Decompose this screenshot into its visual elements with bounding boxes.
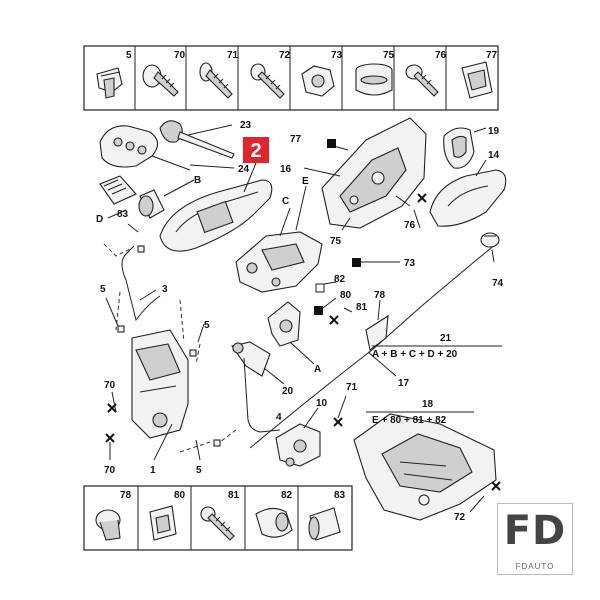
callout-20: 20 (282, 386, 294, 397)
interior-door-handle (429, 169, 507, 227)
screw-icon (250, 63, 285, 99)
bottom-cell-label-78: 78 (120, 490, 132, 501)
callout-14: 14 (488, 150, 500, 161)
callout-81: 81 (356, 302, 368, 313)
top-cell-label-75: 75 (383, 50, 395, 61)
screw-icon (200, 506, 235, 541)
watermark-text: FDAUTO (515, 562, 555, 571)
callout-10: 10 (316, 398, 328, 409)
screw-icon (405, 64, 439, 97)
callout-76: 76 (404, 220, 416, 231)
handle-bracket (235, 231, 323, 293)
callout-5-bottom: 5 (196, 465, 202, 476)
screw-marker (491, 481, 501, 491)
top-cell-label-70: 70 (174, 50, 186, 61)
screw-icon (142, 64, 179, 97)
bottom-cell-label-83: 83 (334, 490, 346, 501)
top-cell-label-72: 72 (279, 50, 291, 61)
marker-square (327, 139, 336, 148)
grommet-icon (355, 63, 393, 96)
bottom-cell-label-82: 82 (281, 490, 293, 501)
marker-square (352, 258, 361, 267)
callout-17: 17 (398, 378, 410, 389)
spring-clip-icon (461, 61, 493, 99)
screw-marker (329, 315, 339, 325)
handle-bezel (443, 127, 475, 169)
key-fob (99, 125, 191, 171)
callout-73: 73 (404, 258, 416, 269)
interior-handle-frame (321, 117, 427, 229)
bottom-cell-label-81: 81 (228, 490, 240, 501)
clip-icon (149, 505, 177, 541)
callout-A: A (314, 364, 321, 375)
exterior-door-handle (159, 179, 273, 252)
callout-70-bottom: 70 (104, 465, 116, 476)
cable-guide-icon (95, 509, 121, 541)
key-blade (159, 120, 235, 159)
bottom-fastener-strip: 78 80 81 82 83 (83, 485, 353, 551)
callout-70-top: 70 (104, 380, 116, 391)
callout-3: 3 (162, 284, 168, 295)
top-fastener-strip: 5 70 71 72 73 75 76 77 (83, 45, 499, 111)
callout-4: 4 (276, 412, 282, 423)
formula-21: A + B + C + D + 20 (372, 349, 458, 360)
callout-80: 80 (340, 290, 352, 301)
callout-74: 74 (492, 278, 504, 289)
bushing-icon (308, 507, 341, 541)
clip-icon (96, 67, 123, 99)
callout-1: 1 (150, 465, 156, 476)
watermark-initials: FD (503, 508, 567, 554)
callout-5-left: 5 (100, 284, 106, 295)
rear-latch-assembly (353, 413, 497, 521)
top-cell-label-77: 77 (486, 50, 498, 61)
screw-icon (199, 62, 233, 99)
marker-square (315, 283, 325, 293)
callout-72: 72 (454, 512, 466, 523)
top-cell-label-73: 73 (331, 50, 343, 61)
screw-marker (105, 433, 115, 443)
hinge-bracket (275, 423, 321, 467)
callout-D: D (96, 214, 103, 225)
lock-knob (480, 232, 500, 248)
highlighted-part-badge: 2 (243, 137, 269, 163)
callout-82: 82 (334, 274, 346, 285)
callout-75: 75 (330, 236, 342, 247)
pivot-bracket (267, 301, 301, 347)
callout-78: 78 (374, 290, 386, 301)
bottom-cell-label-80: 80 (174, 490, 186, 501)
control-rod (243, 357, 281, 433)
top-cell-label-5: 5 (126, 50, 132, 61)
formula-18-number: 18 (422, 399, 434, 410)
callout-19: 19 (488, 126, 500, 137)
callout-B: B (194, 175, 201, 186)
top-cell-label-71: 71 (227, 50, 239, 61)
lock-cylinder (138, 189, 165, 219)
control-rod (121, 253, 161, 322)
top-cell-label-76: 76 (435, 50, 447, 61)
callout-E: E (302, 176, 309, 187)
callout-77: 77 (290, 134, 302, 145)
callout-71: 71 (346, 382, 358, 393)
callout-24: 24 (238, 164, 250, 175)
cap-icon (255, 507, 293, 538)
watermark-logo: FD FDAUTO (497, 503, 573, 575)
highlighted-part-number: 2 (250, 140, 261, 162)
callout-5-mid: 5 (204, 320, 210, 331)
callout-23: 23 (240, 120, 252, 131)
nut-icon (301, 65, 335, 97)
formula-21-number: 21 (440, 333, 452, 344)
screw-marker (333, 417, 343, 427)
door-latch (131, 329, 189, 439)
release-cable (249, 243, 497, 449)
lever-link (231, 341, 271, 377)
callout-16: 16 (280, 164, 292, 175)
callout-C: C (282, 196, 289, 207)
marker-square (314, 306, 323, 315)
screw-marker (417, 193, 427, 203)
callout-83: 83 (117, 209, 129, 220)
lock-barrel (99, 175, 137, 205)
formula-18: E + 80 + 81 + 82 (372, 415, 447, 426)
